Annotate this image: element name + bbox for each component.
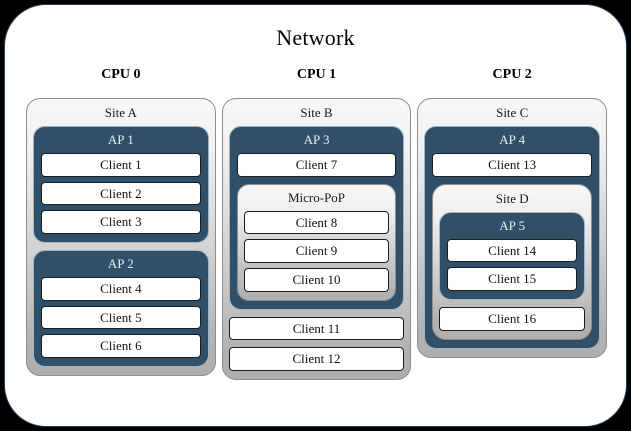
site-box-d[interactable]: Site D AP 5 Client 14 Client 15 Client — [432, 183, 593, 340]
cpu-header-2: CPU 2 — [492, 67, 532, 82]
ap-label-4: AP 4 — [499, 132, 526, 147]
ap-box-3[interactable]: AP 3 Client 7 Micro-PoP Client 8 Client … — [228, 126, 405, 310]
client-box[interactable]: Client 1 — [41, 153, 201, 177]
client-box[interactable]: Client 10 — [243, 267, 390, 292]
ap-label-1: AP 1 — [107, 132, 134, 147]
cpu-column-0: Site A AP 1 Client 1 Client 2 Client 3 A… — [23, 98, 219, 376]
cpu-header-row: CPU 0 CPU 1 CPU 2 — [23, 67, 610, 83]
client-box[interactable]: Client 3 — [41, 210, 201, 234]
site-label-d: Site D — [495, 190, 529, 206]
ap-box-4[interactable]: AP 4 Client 13 Site D AP 5 Client 14 Cli — [424, 126, 601, 349]
client-box[interactable]: Client 7 — [236, 153, 397, 177]
client-box[interactable]: Client 6 — [41, 334, 201, 358]
network-card: Network CPU 0 CPU 1 CPU 2 Site A AP 1 Cl… — [4, 4, 627, 427]
client-box[interactable]: Client 9 — [243, 239, 390, 263]
ap-box-5[interactable]: AP 5 Client 14 Client 15 — [439, 211, 586, 300]
ap-box-1[interactable]: AP 1 Client 1 Client 2 Client 3 — [33, 126, 209, 243]
ap-label-2: AP 2 — [107, 255, 134, 271]
client-box[interactable]: Client 15 — [447, 267, 578, 291]
micro-pop-label: Micro-PoP — [287, 189, 346, 205]
cpu-columns: Site A AP 1 Client 1 Client 2 Client 3 A… — [23, 98, 610, 380]
cpu-header-1: CPU 1 — [296, 67, 337, 82]
client-box[interactable]: Client 11 — [228, 316, 405, 341]
client-box[interactable]: Client 8 — [243, 210, 390, 235]
site-label-a: Site A — [104, 105, 137, 120]
ap-box-2[interactable]: AP 2 Client 4 Client 5 Client 6 — [33, 249, 209, 367]
site-label-b: Site B — [300, 105, 333, 120]
site-box-a[interactable]: Site A AP 1 Client 1 Client 2 Client 3 A… — [26, 98, 216, 376]
ap-label-5: AP 5 — [499, 217, 526, 233]
cpu-column-2: Site C AP 4 Client 13 Site D AP 5 Client — [414, 98, 610, 358]
page-title: Network — [276, 25, 355, 50]
client-box[interactable]: Client 16 — [439, 306, 586, 331]
client-box[interactable]: Client 2 — [41, 181, 201, 206]
client-box[interactable]: Client 13 — [432, 153, 593, 177]
cpu-column-1: Site B AP 3 Client 7 Micro-PoP Client 8 … — [219, 98, 415, 380]
client-box[interactable]: Client 12 — [228, 347, 405, 371]
client-box[interactable]: Client 5 — [41, 305, 201, 330]
site-box-b[interactable]: Site B AP 3 Client 7 Micro-PoP Client 8 … — [221, 98, 412, 380]
ap-label-3: AP 3 — [303, 132, 330, 147]
client-box[interactable]: Client 14 — [447, 238, 578, 263]
micro-pop-box[interactable]: Micro-PoP Client 8 Client 9 Client 10 — [236, 183, 397, 301]
client-box[interactable]: Client 4 — [41, 276, 201, 301]
site-box-c[interactable]: Site C AP 4 Client 13 Site D AP 5 Client — [417, 98, 608, 358]
site-label-c: Site C — [496, 105, 529, 120]
cpu-header-0: CPU 0 — [101, 67, 141, 82]
